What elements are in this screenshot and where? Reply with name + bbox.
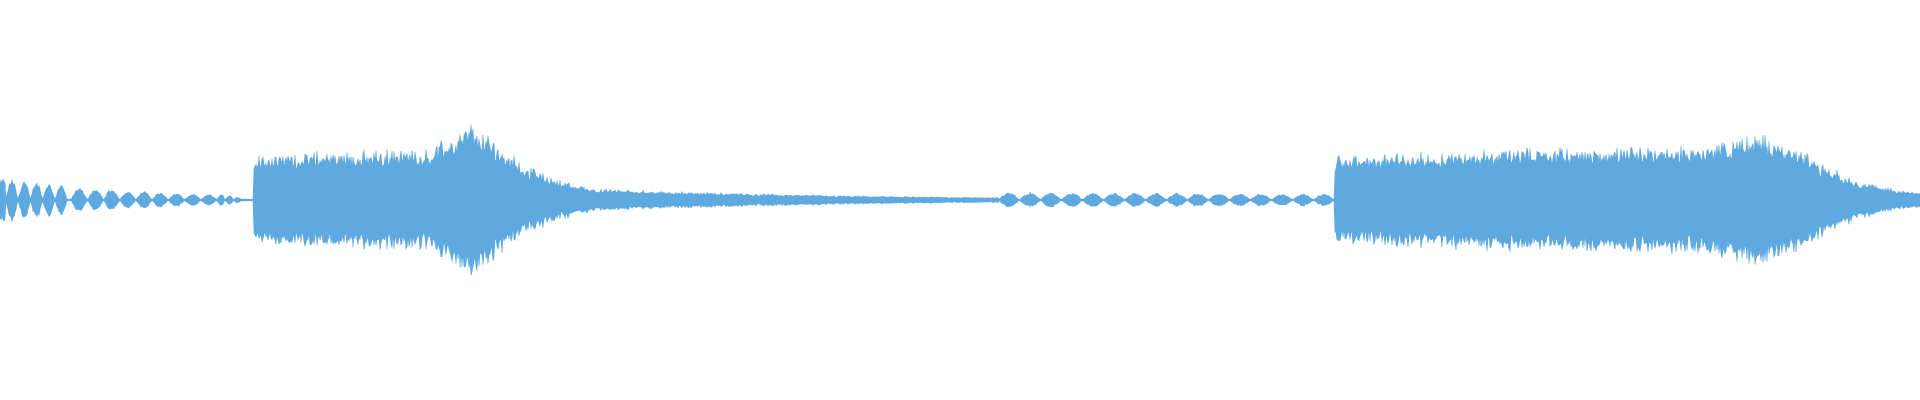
audio-waveform[interactable] (0, 0, 1920, 400)
waveform-svg[interactable] (0, 0, 1920, 400)
